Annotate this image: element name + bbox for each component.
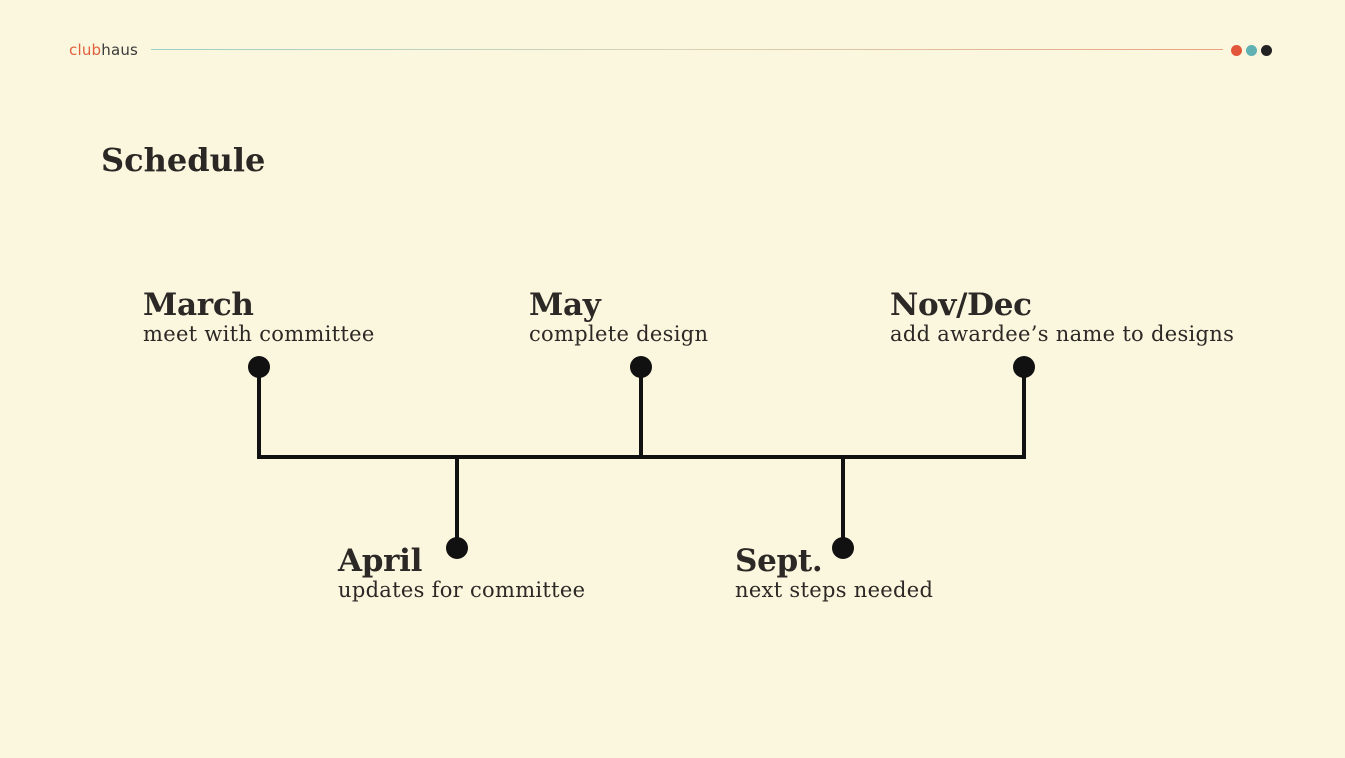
event-may: May complete design	[529, 288, 708, 346]
brand-dot-black	[1261, 45, 1272, 56]
brand-dot-teal	[1246, 45, 1257, 56]
page-title: Schedule	[101, 141, 266, 179]
event-nov-dec: Nov/Dec add awardee’s name to designs	[890, 288, 1234, 346]
logo-text-haus: haus	[101, 41, 139, 59]
event-date: Sept.	[735, 543, 823, 579]
event-date: April	[338, 543, 423, 579]
event-description: meet with committee	[143, 322, 375, 346]
event-description: next steps needed	[735, 578, 934, 602]
event-april: April updates for committee	[338, 544, 585, 602]
event-date: Nov/Dec	[890, 287, 1032, 323]
timeline-marker-march	[248, 356, 270, 378]
timeline-marker-nov-dec	[1013, 356, 1035, 378]
clubhaus-logo: clubhaus	[69, 41, 138, 59]
brand-dot-orange	[1231, 45, 1242, 56]
event-description: updates for committee	[338, 578, 586, 602]
event-description: complete design	[529, 322, 709, 346]
timeline-marker-sept	[832, 537, 854, 559]
event-sept: Sept. next steps needed	[735, 544, 933, 602]
timeline-marker-april	[446, 537, 468, 559]
event-description: add awardee’s name to designs	[890, 322, 1235, 346]
event-march: March meet with committee	[143, 288, 375, 346]
header-divider	[151, 49, 1223, 50]
event-date: March	[143, 287, 254, 323]
event-date: May	[529, 287, 601, 323]
timeline-marker-may	[630, 356, 652, 378]
logo-text-club: club	[69, 41, 102, 59]
